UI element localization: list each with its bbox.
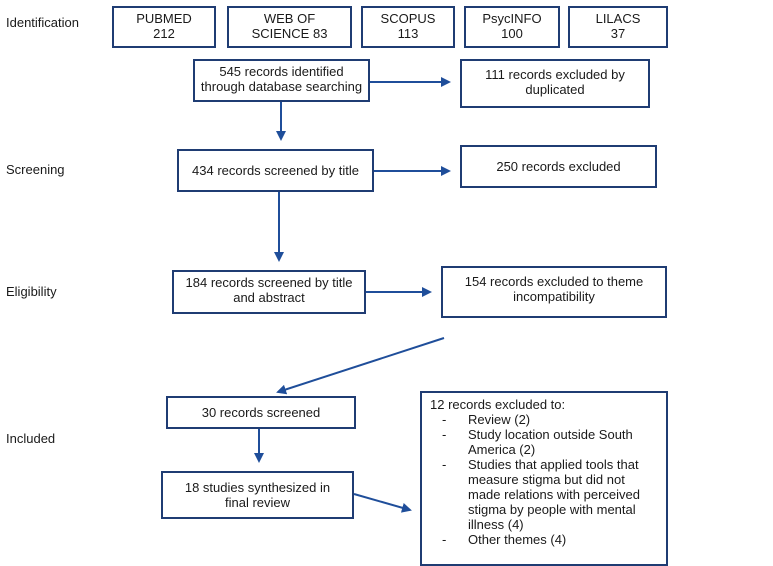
box-text-line: duplicated — [525, 82, 585, 97]
database-name: PsycINFO — [482, 11, 542, 26]
box-text-line: incompatibility — [513, 289, 595, 304]
excluded-250-box: 250 records excluded — [460, 145, 657, 188]
database-name: WEB OF — [263, 11, 316, 26]
excluded-12-header: 12 records excluded to: — [430, 397, 566, 412]
database-count: 113 — [397, 26, 419, 41]
box-text-line: 434 records screened by title — [192, 163, 359, 178]
stage-label-eligibility: Eligibility — [6, 284, 57, 299]
database-count: SCIENCE 83 — [251, 26, 328, 41]
box-text-line: 545 records identified — [219, 64, 344, 79]
exclusion-reason-item: Review (2) — [430, 412, 658, 427]
screened-title-abstract-box: 184 records screened by title and abstra… — [172, 270, 366, 314]
arrow-synthesized-to-12-excluded — [353, 493, 412, 513]
screened-by-title-box: 434 records screened by title — [177, 149, 374, 192]
database-box-pubmed: PUBMED 212 — [112, 6, 216, 48]
box-text-line: 30 records screened — [201, 405, 321, 420]
database-count: 100 — [501, 26, 523, 41]
database-name: SCOPUS — [380, 11, 436, 26]
excluded-12-box: 12 records excluded to: Review (2) Study… — [420, 391, 668, 566]
stage-label-screening: Screening — [6, 162, 65, 177]
box-text-line: and abstract — [233, 290, 305, 305]
box-text-line: 18 studies synthesized in — [184, 480, 331, 495]
database-name: LILACS — [595, 11, 641, 26]
database-box-lilacs: LILACS 37 — [568, 6, 668, 48]
arrow-theme-excluded-to-30 — [276, 337, 445, 395]
box-text-line: 250 records excluded — [496, 159, 621, 174]
stage-label-identification: Identification — [6, 15, 79, 30]
records-screened-30-box: 30 records screened — [166, 396, 356, 429]
box-text-line: final review — [224, 495, 291, 510]
excluded-duplicated-box: 111 records excluded by duplicated — [460, 59, 650, 108]
exclusion-reason-item: Study location outside South America (2) — [430, 427, 658, 457]
box-text-line: 154 records excluded to theme — [464, 274, 644, 289]
database-box-scopus: SCOPUS 113 — [361, 6, 455, 48]
database-box-psycinfo: PsycINFO 100 — [464, 6, 560, 48]
exclusion-reasons-list: Review (2) Study location outside South … — [430, 412, 658, 547]
exclusion-reason-item: Studies that applied tools that measure … — [430, 457, 658, 532]
records-identified-box: 545 records identified through database … — [193, 59, 370, 102]
box-text-line: through database searching — [200, 79, 363, 94]
database-name: PUBMED — [136, 11, 192, 26]
exclusion-reason-item: Other themes (4) — [430, 532, 658, 547]
box-text-line: 111 records excluded by — [485, 67, 625, 82]
database-box-web-of-science: WEB OF SCIENCE 83 — [227, 6, 352, 48]
excluded-theme-box: 154 records excluded to theme incompatib… — [441, 266, 667, 318]
database-count: 212 — [153, 26, 175, 41]
stage-label-included: Included — [6, 431, 56, 446]
database-count: 37 — [610, 26, 626, 41]
studies-synthesized-box: 18 studies synthesized in final review — [161, 471, 354, 519]
box-text-line: 184 records screened by title — [185, 275, 353, 290]
